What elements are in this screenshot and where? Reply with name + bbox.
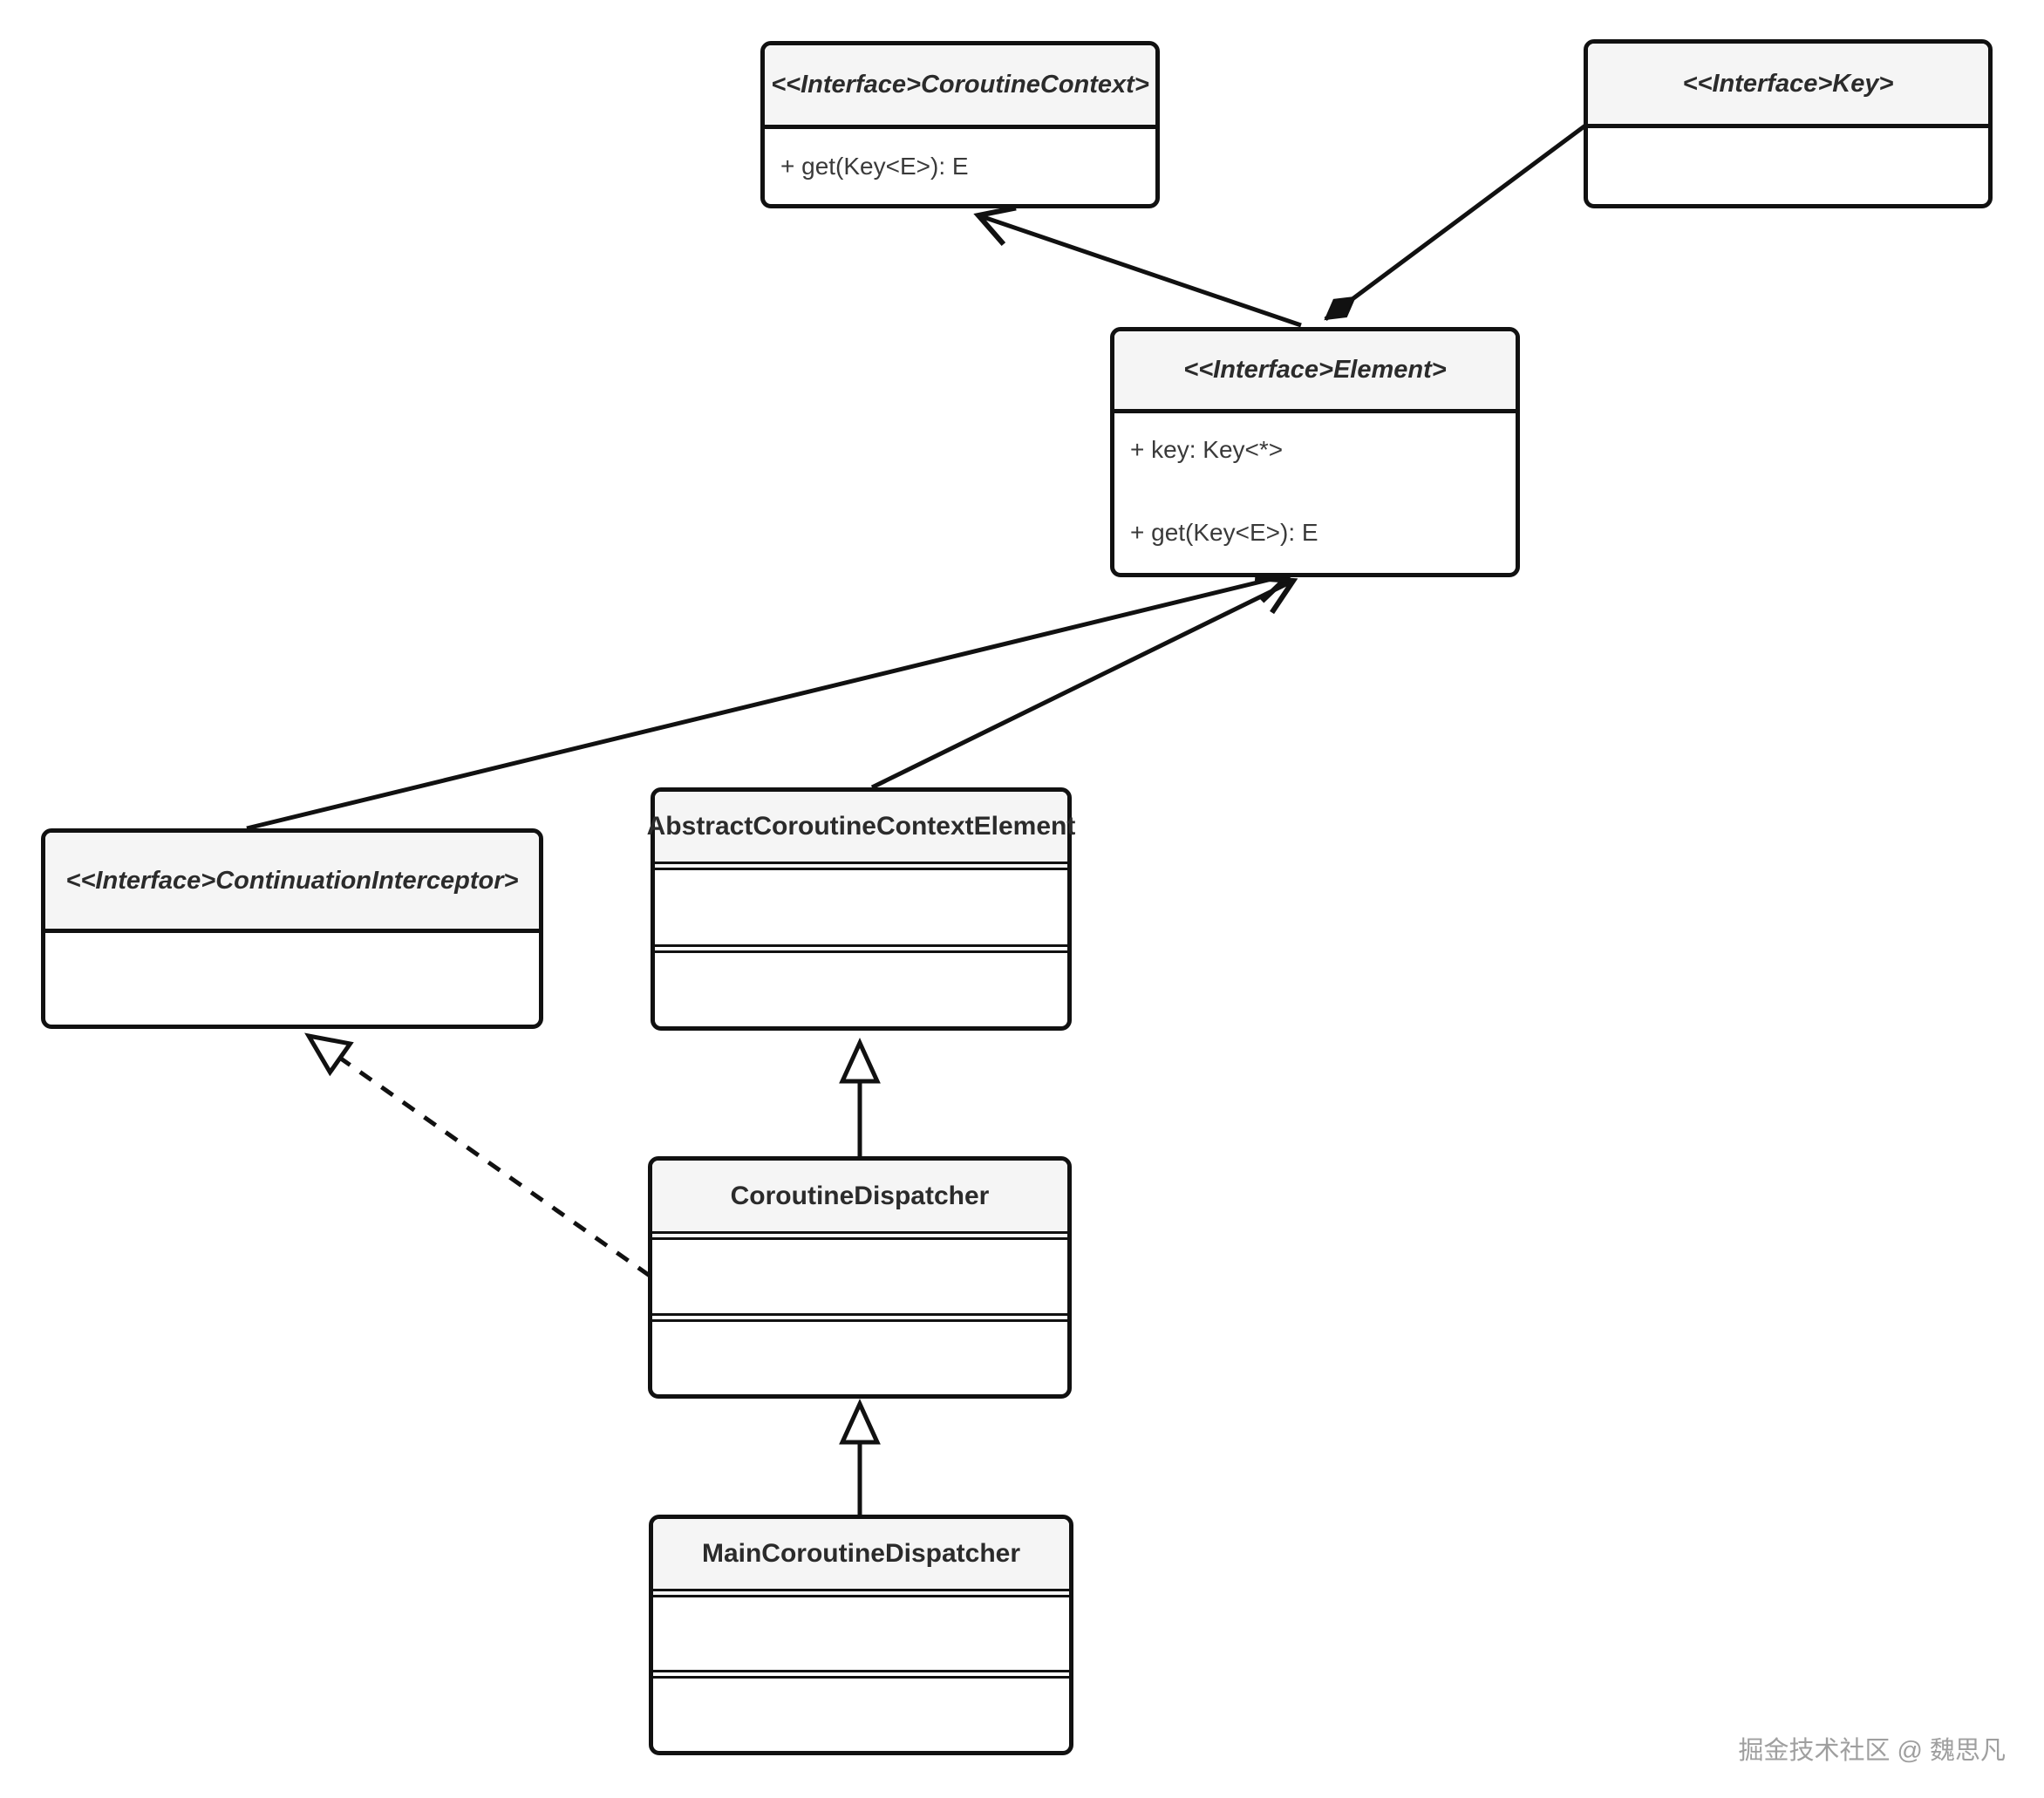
class-box-continuationinterceptor: <<Interface>ContinuationInterceptor> xyxy=(41,828,543,1029)
edge-coroutinedispatcher-realizes-continuationinterceptor xyxy=(304,1032,651,1278)
edge-element-extends-coroutinecontext xyxy=(973,205,1302,328)
class-title: <<Interface>Element> xyxy=(1114,331,1516,413)
member-get: + get(Key<E>): E xyxy=(780,153,969,180)
methods-compartment xyxy=(655,943,1067,1027)
class-box-key: <<Interface>Key> xyxy=(1584,39,1993,208)
class-title: <<Interface>Key> xyxy=(1588,44,1988,128)
class-box-coroutinedispatcher: CoroutineDispatcher xyxy=(648,1156,1072,1399)
class-title: MainCoroutineDispatcher xyxy=(653,1519,1069,1597)
members-compartment: + key: Key<*> + get(Key<E>): E xyxy=(1114,413,1516,573)
watermark-text: 掘金技术社区 @ 魏思凡 xyxy=(1738,1737,2006,1765)
methods-compartment xyxy=(653,1670,1069,1751)
member-key: + key: Key<*> xyxy=(1130,436,1284,463)
attributes-compartment xyxy=(653,1597,1069,1670)
attributes-compartment xyxy=(655,870,1067,944)
member-get: + get(Key<E>): E xyxy=(1130,519,1318,546)
attributes-compartment xyxy=(652,1240,1067,1313)
edge-key-composition-element xyxy=(1324,123,1587,322)
class-box-coroutinecontext: <<Interface>CoroutineContext> + get(Key<… xyxy=(760,41,1160,208)
members-compartment: + get(Key<E>): E xyxy=(765,129,1155,204)
class-box-abstractcoroutinecontextelement: AbstractCoroutineContextElement xyxy=(647,787,1075,1031)
class-title: CoroutineDispatcher xyxy=(652,1161,1067,1240)
class-box-element: <<Interface>Element> + key: Key<*> + get… xyxy=(1110,327,1520,577)
methods-compartment xyxy=(652,1312,1067,1395)
class-title: AbstractCoroutineContextElement xyxy=(647,792,1075,870)
class-title: <<Interface>ContinuationInterceptor> xyxy=(45,833,539,933)
class-title: <<Interface>CoroutineContext> xyxy=(765,45,1155,129)
members-compartment xyxy=(1588,128,1988,204)
edge-continuationinterceptor-extends-element xyxy=(246,561,1295,831)
members-compartment xyxy=(45,933,539,1025)
edge-abstractcoroutinecontextelement-extends-element xyxy=(870,575,1298,790)
class-box-maincoroutinedispatcher: MainCoroutineDispatcher xyxy=(649,1515,1073,1755)
